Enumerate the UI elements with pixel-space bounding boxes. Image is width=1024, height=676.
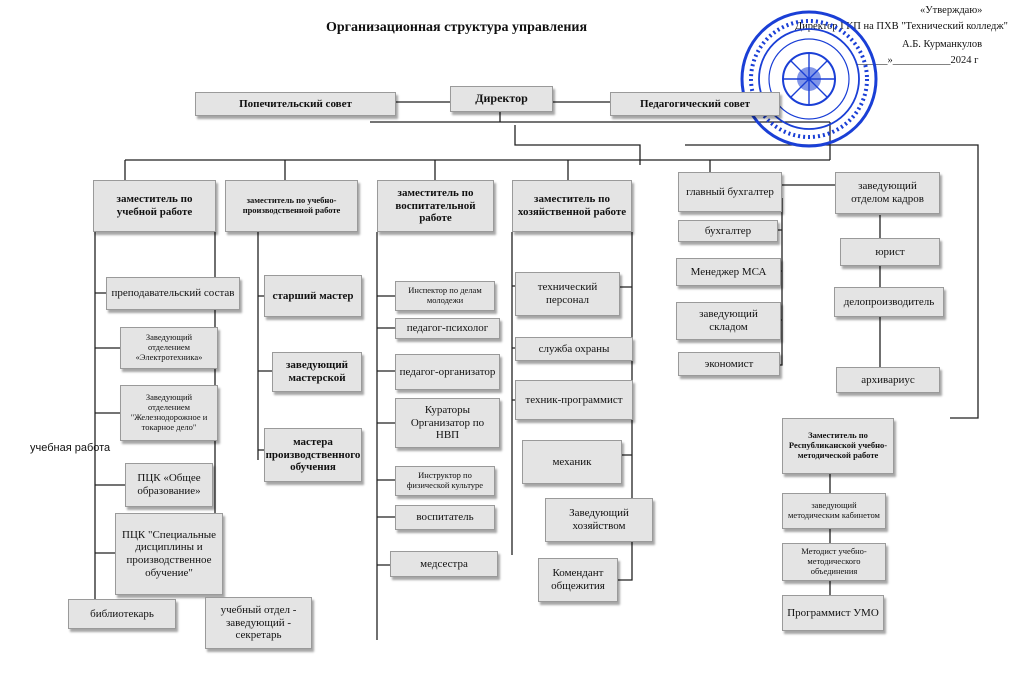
security-service-box: служба охраны (515, 337, 633, 361)
head-electrotechnics-box: Заведующий отделением «Электротехника» (120, 327, 218, 369)
seal-stamp (740, 10, 878, 148)
archivist-box: архивариус (836, 367, 940, 393)
deputy-production-box: заместитель по учебно-производственной р… (225, 180, 358, 232)
methodical-cabinet-head-box: заведующий методическим кабинетом (782, 493, 886, 529)
production-masters-box: мастера производственного обучения (264, 428, 362, 482)
pck-general-box: ПЦК «Общее образование» (125, 463, 213, 507)
methodist-box: Методист учебно-методического объединени… (782, 543, 886, 581)
umo-programmer-box: Программист УМО (782, 595, 884, 631)
pck-special-box: ПЦК "Специальные дисциплины и производст… (115, 513, 223, 595)
academic-office-box: учебный отдел - заведующий - секретарь (205, 597, 312, 649)
caretaker-box: воспитатель (395, 505, 495, 530)
psychologist-box: педагог-психолог (395, 318, 500, 339)
nurse-box: медсестра (390, 551, 498, 577)
approval-date: ______»___________2024 г (856, 55, 979, 66)
warehouse-head-box: заведующий складом (676, 302, 781, 340)
organizer-box: педагог-организатор (395, 354, 500, 390)
librarian-box: библиотекарь (68, 599, 176, 629)
economist-box: экономист (678, 352, 780, 376)
signature-name: А.Б. Курманкулов (902, 39, 983, 50)
accountant-box: бухгалтер (678, 220, 778, 242)
deputy-economic-box: заместитель по хозяйственной работе (512, 180, 632, 232)
deputy-educational-box: заместитель по воспитательной работе (377, 180, 494, 232)
director-approval-line: Директор ГКП на ПХВ "Технический колледж… (795, 21, 1008, 32)
lawyer-box: юрист (840, 238, 940, 266)
tech-programmer-box: техник-программист (515, 380, 633, 420)
page-title: Организационная структура управления (326, 20, 588, 35)
teaching-staff-box: преподавательский состав (106, 277, 240, 310)
workshop-head-box: заведующий мастерской (272, 352, 362, 392)
facility-head-box: Заведующий хозяйством (545, 498, 653, 542)
senior-master-box: старший мастер (264, 275, 362, 317)
hr-head-box: заведующий отделом кадров (835, 172, 940, 214)
deputy-academic-box: заместитель по учебной работе (93, 180, 216, 232)
chief-accountant-box: главный бухгалтер (678, 172, 782, 212)
pedagogical-council-box: Педагогический совет (610, 92, 780, 116)
pe-instructor-box: Инструктор по физической культуре (395, 466, 495, 496)
approve-caption: «Утверждаю» (920, 5, 983, 16)
technical-staff-box: технический персонал (515, 272, 620, 316)
head-railway-box: Заведующий отделением "Железнодорожное и… (120, 385, 218, 441)
clerk-box: делопроизводитель (834, 287, 944, 317)
mechanic-box: механик (522, 440, 622, 484)
side-label: учебная работа (30, 442, 111, 454)
deputy-methodical-box: Заместитель по Республиканской учебно-ме… (782, 418, 894, 474)
youth-inspector-box: Инспектор по делам молодежи (395, 281, 495, 311)
dorm-commandant-box: Комендант общежития (538, 558, 618, 602)
curators-box: Кураторы Организатор по НВП (395, 398, 500, 448)
director-box: Директор (450, 86, 553, 112)
trustees-council-box: Попечительский совет (195, 92, 396, 116)
msa-manager-box: Менеджер МСА (676, 258, 781, 286)
